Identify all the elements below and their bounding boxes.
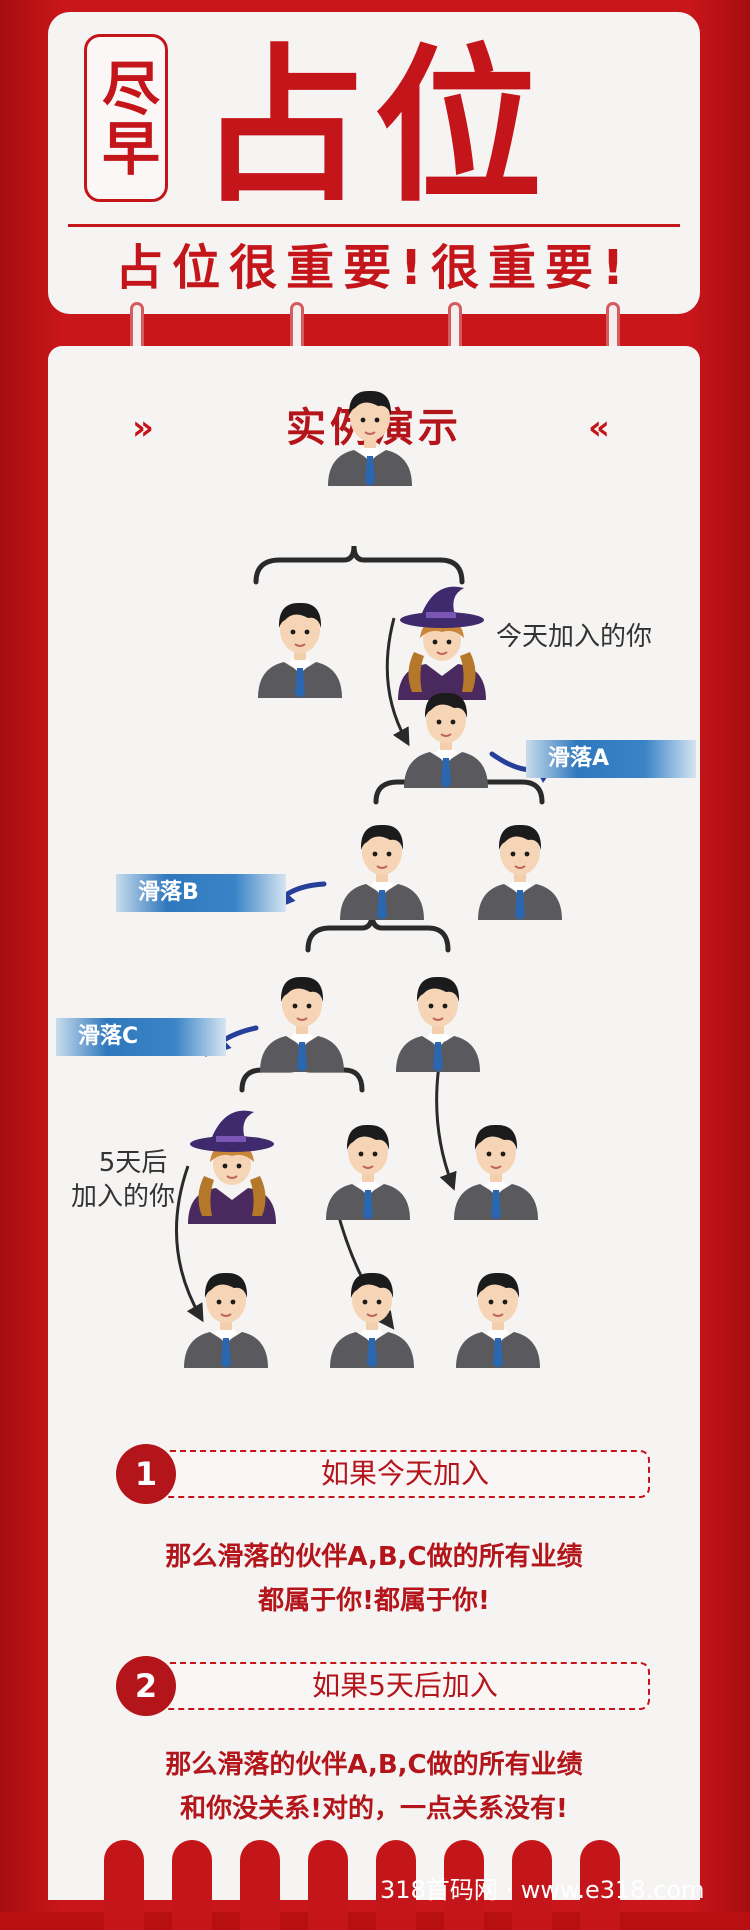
today-label: 今天加入的你 [496,622,653,652]
soon-text: 尽早 [92,58,160,178]
binder-ring [290,302,304,354]
member-avatar [403,691,489,789]
step-description: 和你没关系!对的，一点关系没有! [180,1794,568,1824]
page-title: 占位 [198,29,550,225]
arrow-icon [385,617,410,747]
member-avatar [477,823,563,921]
slide-badge-c: 滑落C [56,1018,226,1056]
watermark: 318首码网 · www.e318.com [380,1876,705,1904]
page-subtitle: 占位很重要!很重要! [115,240,633,296]
binder-ring [606,302,620,354]
step-number-badge: 1 [116,1444,176,1504]
later-label-line1: 5天后 [98,1148,168,1178]
chevron-right-icon: » [132,408,154,448]
member-avatar [453,1123,539,1221]
member-avatar [257,601,343,699]
decor-tab [240,1840,280,1930]
arrow-icon [175,1165,204,1323]
member-avatar [183,1271,269,1369]
binder-ring [448,302,462,354]
member-avatar [339,823,425,921]
step-description: 那么滑落的伙伴A,B,C做的所有业绩 [165,1542,583,1572]
member-avatar [325,1123,411,1221]
step-description: 那么滑落的伙伴A,B,C做的所有业绩 [165,1750,583,1780]
later-label-line2: 加入的你 [70,1182,175,1212]
member-avatar [259,975,345,1073]
decor-tab [104,1840,144,1930]
chevron-left-icon: « [588,408,610,448]
slide-badge-b: 滑落B [116,874,286,912]
title-divider [68,224,680,227]
header-card: 尽早 占位 占位很重要!很重要! [48,12,700,314]
tree-connector [253,545,465,585]
you-today-avatar [397,585,487,701]
you-later-avatar [187,1109,277,1225]
member-avatar [327,389,413,487]
member-avatar [455,1271,541,1369]
step-description: 都属于你!都属于你! [258,1586,490,1616]
step-title: 如果5天后加入 [160,1662,650,1710]
slide-badge-a: 滑落A [526,740,696,778]
step-card: 如果5天后加入 2 [116,1656,656,1716]
step-title: 如果今天加入 [160,1450,650,1498]
member-avatar [395,975,481,1073]
step-number-badge: 2 [116,1656,176,1716]
decor-tab [308,1840,348,1930]
soon-badge: 尽早 [84,34,168,202]
demo-card: » 实例演示 « [48,346,700,1900]
member-avatar [329,1271,415,1369]
binder-ring [130,302,144,354]
decor-tab [172,1840,212,1930]
step-card: 如果今天加入 1 [116,1444,656,1504]
